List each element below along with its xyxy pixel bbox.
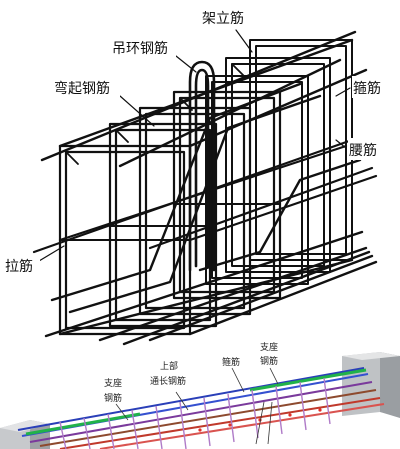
bent-up-bars <box>50 82 362 314</box>
label-yao-jin: 腰筋 <box>349 142 377 159</box>
label-jia-li-jin: 架立筋 <box>202 10 244 27</box>
rebar-cage-drawing <box>32 29 378 346</box>
label-shang-bu-2: 通长钢筋 <box>150 375 186 387</box>
label-gu-jin-beam: 箍筋 <box>222 356 240 368</box>
tie-bars <box>59 203 281 241</box>
beam-stirrups <box>59 377 331 449</box>
label-zhi-zuo-right-1: 支座 <box>260 341 278 353</box>
label-gu-jin: 箍筋 <box>353 80 381 97</box>
top-labels: 架立筋 吊环钢筋 弯起钢筋 箍筋 腰筋 拉筋 <box>4 6 388 276</box>
label-zhi-zuo-left-1: 支座 <box>104 377 122 389</box>
beam-render: 支座 钢筋 上部 通长钢筋 箍筋 支座 钢筋 <box>0 341 400 449</box>
label-la-jin: 拉筋 <box>5 258 33 275</box>
label-diao-huan-gang-jin: 吊环钢筋 <box>112 40 168 57</box>
label-wan-qi-gang-jin: 弯起钢筋 <box>54 80 110 97</box>
top-longitudinal-bars <box>40 30 368 168</box>
label-zhi-zuo-left-2: 钢筋 <box>104 392 122 404</box>
lifting-loop <box>188 60 216 272</box>
bottom-longitudinal-bars <box>44 230 378 346</box>
label-zhi-zuo-right-2: 钢筋 <box>260 355 278 367</box>
beam-longitudinal-bars <box>17 367 385 449</box>
beam-leader-lines <box>115 367 279 445</box>
beam-labels: 支座 钢筋 上部 通长钢筋 箍筋 支座 钢筋 <box>104 341 278 404</box>
stirrup-hooks <box>65 63 245 165</box>
label-shang-bu-1: 上部 <box>160 360 178 372</box>
